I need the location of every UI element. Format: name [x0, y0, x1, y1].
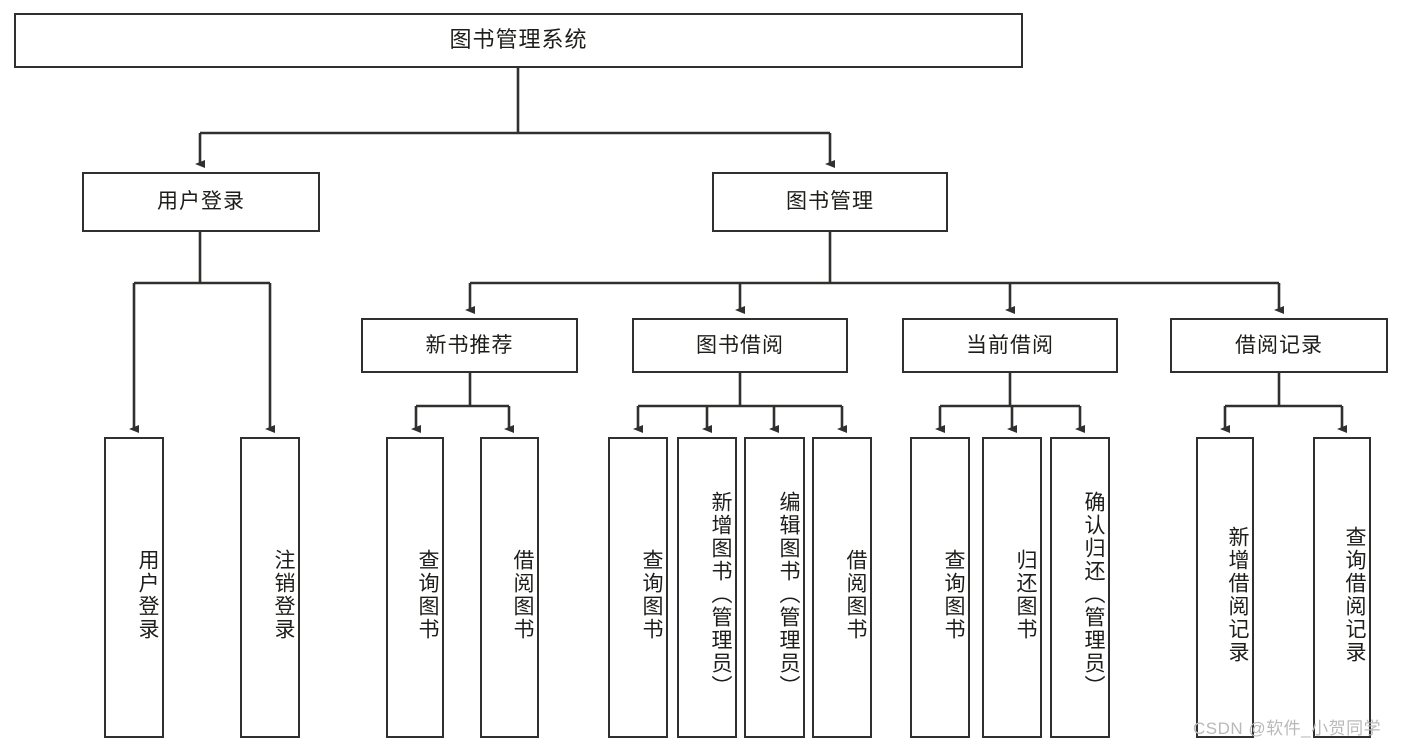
node-leaf-add-borrow-record[interactable]: 新增借阅记录 — [1196, 437, 1254, 738]
node-leaf-query-borrow-record[interactable]: 查询借阅记录 — [1313, 437, 1371, 738]
node-leaf-logout-login[interactable]: 注销登录 — [240, 437, 300, 738]
node-label: 编辑图书（管理员） — [777, 491, 800, 698]
node-label: 图书管理系统 — [449, 27, 588, 53]
node-leaf-edit-book-admin[interactable]: 编辑图书（管理员） — [744, 437, 805, 738]
node-label: 用户登录 — [157, 190, 245, 214]
node-label: 当前借阅 — [966, 333, 1054, 357]
node-leaf-return-book[interactable]: 归还图书 — [982, 437, 1042, 738]
node-leaf-query-book-2[interactable]: 查询图书 — [608, 437, 668, 738]
node-label: 借阅图书 — [511, 548, 534, 641]
node-borrow-record[interactable]: 借阅记录 — [1170, 318, 1388, 373]
node-leaf-query-book-1[interactable]: 查询图书 — [386, 437, 444, 738]
node-label: 图书管理 — [786, 190, 874, 214]
node-user-login[interactable]: 用户登录 — [82, 172, 320, 232]
node-leaf-user-login[interactable]: 用户登录 — [104, 437, 164, 738]
node-leaf-borrow-book-1[interactable]: 借阅图书 — [480, 437, 539, 738]
node-label: 用户登录 — [136, 548, 159, 641]
node-label: 新书推荐 — [425, 333, 514, 357]
node-label: 查询图书 — [942, 548, 965, 641]
node-label: 新增借阅记录 — [1226, 525, 1249, 664]
node-book-manage[interactable]: 图书管理 — [712, 172, 948, 232]
node-new-book-recommend[interactable]: 新书推荐 — [361, 318, 578, 373]
node-label: 借阅记录 — [1235, 333, 1323, 357]
node-label: 确认归还（管理员） — [1082, 491, 1105, 698]
node-label: 新增图书（管理员） — [709, 491, 732, 698]
node-label: 查询借阅记录 — [1343, 525, 1366, 664]
node-label: 借阅图书 — [844, 548, 867, 641]
node-leaf-add-book-admin[interactable]: 新增图书（管理员） — [677, 437, 737, 738]
node-leaf-query-book-3[interactable]: 查询图书 — [910, 437, 970, 738]
node-label: 归还图书 — [1014, 548, 1037, 641]
node-book-borrow[interactable]: 图书借阅 — [632, 318, 848, 373]
node-label: 查询图书 — [640, 548, 663, 641]
node-current-borrow[interactable]: 当前借阅 — [902, 318, 1118, 373]
node-label: 图书借阅 — [696, 333, 784, 357]
node-root-title[interactable]: 图书管理系统 — [14, 13, 1023, 68]
node-label: 查询图书 — [416, 548, 439, 641]
node-leaf-borrow-book-2[interactable]: 借阅图书 — [812, 437, 872, 738]
node-leaf-confirm-return-admin[interactable]: 确认归还（管理员） — [1050, 437, 1110, 738]
node-label: 注销登录 — [272, 548, 295, 641]
csdn-watermark: CSDN @软件_小贺同学 — [1193, 719, 1382, 738]
